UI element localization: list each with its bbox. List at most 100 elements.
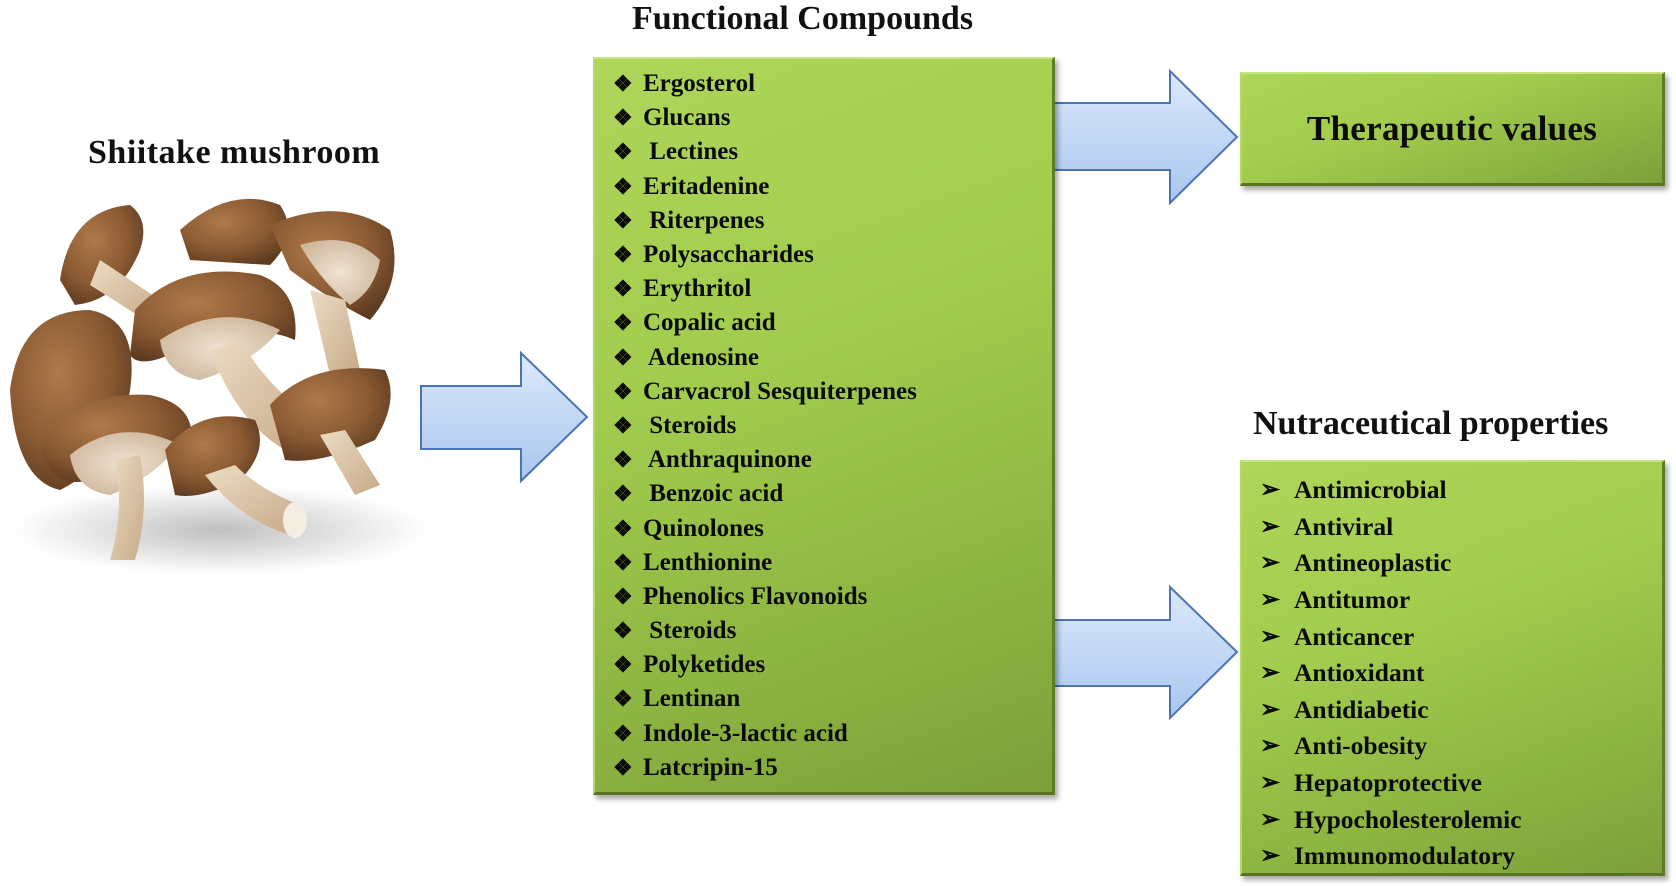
- nutraceutical-item-label: Antiviral: [1294, 511, 1394, 541]
- compound-item: ❖ Polyketides: [613, 648, 1052, 682]
- mushroom-top-right: [270, 211, 395, 375]
- compound-item-label: Erythritol: [643, 275, 752, 303]
- diamond-bullet-icon: ❖: [613, 686, 633, 712]
- arrowhead-bullet-icon: ➢: [1260, 696, 1281, 723]
- diamond-bullet-icon: ❖: [613, 139, 633, 165]
- compound-item: ❖ Phenolics Flavonoids: [613, 580, 1052, 614]
- diamond-bullet-icon: ❖: [613, 481, 633, 507]
- diamond-bullet-icon: ❖: [613, 344, 633, 370]
- compound-item-label: Lectines: [643, 138, 739, 166]
- diamond-bullet-icon: ❖: [613, 754, 633, 780]
- nutraceutical-item-label: Hepatoprotective: [1294, 768, 1482, 798]
- diamond-bullet-icon: ❖: [613, 720, 633, 746]
- nutraceutical-item: ➢ Antioxidant: [1260, 655, 1662, 692]
- diamond-bullet-icon: ❖: [613, 412, 633, 438]
- diamond-bullet-icon: ❖: [613, 447, 633, 473]
- compound-item-label: Copalic acid: [643, 309, 776, 337]
- compound-item: ❖ Benzoic acid: [613, 477, 1052, 511]
- arrowhead-bullet-icon: ➢: [1260, 477, 1281, 504]
- nutraceutical-item: ➢Antimicrobial: [1260, 472, 1662, 509]
- nutraceutical-properties-title: Nutraceutical properties: [1253, 405, 1609, 442]
- diamond-bullet-icon: ❖: [613, 378, 633, 404]
- nutraceutical-item: ➢ Antiviral: [1260, 509, 1662, 546]
- nutraceutical-item-label: Immunomodulatory: [1294, 841, 1516, 871]
- compound-item-label: Quinolones: [643, 514, 764, 542]
- compound-item-label: Ergosterol: [643, 70, 756, 98]
- nutraceutical-item-label: Antineoplastic: [1294, 548, 1452, 578]
- compound-item: ❖ Lectines: [613, 135, 1052, 169]
- compound-item: ❖ Adenosine: [613, 341, 1052, 375]
- compound-item-label: Steroids: [643, 617, 737, 645]
- compound-item: ❖ Eritadenine: [613, 170, 1052, 204]
- compound-item-label: Polyketides: [643, 651, 766, 679]
- nutraceutical-item: ➢ Hypocholesterolemic: [1260, 801, 1662, 838]
- nutraceutical-item: ➢Immunomodulatory: [1260, 838, 1662, 875]
- compound-item: ❖ Carvacrol Sesquiterpenes: [613, 375, 1052, 409]
- diamond-bullet-icon: ❖: [613, 515, 633, 541]
- nutraceutical-item-label: Anti-obesity: [1294, 731, 1428, 761]
- diamond-bullet-icon: ❖: [613, 276, 633, 302]
- diamond-bullet-icon: ❖: [613, 173, 633, 199]
- shiitake-mushroom-image: [10, 198, 430, 575]
- nutraceutical-item: ➢ Antidiabetic: [1260, 692, 1662, 729]
- arrow-compounds-to-therapeutic-icon: [1053, 68, 1239, 206]
- diamond-bullet-icon: ❖: [613, 618, 633, 644]
- nutraceutical-item: ➢Antitumor: [1260, 582, 1662, 619]
- compound-item: ❖ Indole-3-lactic acid: [613, 717, 1052, 751]
- diamond-bullet-icon: ❖: [613, 71, 633, 97]
- arrow-compounds-to-nutraceutical-icon: [1053, 584, 1239, 721]
- compound-item: ❖ Lentinan: [613, 682, 1052, 716]
- compound-item-label: Glucans: [643, 104, 731, 132]
- diamond-bullet-icon: ❖: [613, 207, 633, 233]
- functional-compounds-title: Functional Compounds: [632, 0, 974, 37]
- compound-item: ❖ Ergosterol: [613, 67, 1052, 101]
- compound-item-label: Adenosine: [643, 343, 760, 371]
- compound-item: ❖Latcripin-15: [613, 751, 1052, 785]
- compound-item: ❖ Riterpenes: [613, 204, 1052, 238]
- arrowhead-bullet-icon: ➢: [1260, 513, 1281, 540]
- nutraceutical-item: ➢Hepatoprotective: [1260, 765, 1662, 802]
- arrowhead-bullet-icon: ➢: [1260, 660, 1281, 687]
- nutraceutical-properties-box: ➢Antimicrobial➢Antiviral➢Antineoplastic➢…: [1240, 460, 1665, 876]
- nutraceutical-item-label: Hypocholesterolemic: [1294, 804, 1522, 834]
- mushroom-bottom-left: [40, 394, 192, 560]
- nutraceutical-item: ➢ Anti-obesity: [1260, 728, 1662, 765]
- nutraceutical-item-label: Antidiabetic: [1294, 694, 1429, 724]
- compound-item-label: Eritadenine: [643, 172, 770, 200]
- therapeutic-values-label: Therapeutic values: [1306, 108, 1598, 148]
- arrowhead-bullet-icon: ➢: [1260, 806, 1281, 833]
- therapeutic-values-box: Therapeutic values: [1240, 72, 1665, 186]
- compound-item-label: Phenolics Flavonoids: [643, 582, 868, 610]
- compound-item-label: Carvacrol Sesquiterpenes: [643, 377, 917, 405]
- nutraceutical-item-label: Antioxidant: [1294, 658, 1425, 688]
- mushroom-bottom-center: [165, 416, 307, 538]
- arrowhead-bullet-icon: ➢: [1260, 587, 1281, 614]
- compound-item-label: Riterpenes: [643, 206, 765, 234]
- compounds-list: ❖Ergosterol❖Glucans❖ Lectines❖Eritadenin…: [613, 67, 1052, 785]
- mushroom-top-center: [180, 198, 288, 265]
- arrowhead-bullet-icon: ➢: [1260, 733, 1281, 760]
- compound-item: ❖ Steroids: [613, 614, 1052, 648]
- diamond-bullet-icon: ❖: [613, 583, 633, 609]
- arrowhead-bullet-icon: ➢: [1260, 550, 1281, 577]
- compound-item-label: Benzoic acid: [643, 480, 784, 508]
- compound-item-label: Lenthionine: [643, 548, 773, 576]
- compound-item: ❖ Anthraquinone: [613, 443, 1052, 477]
- compound-item: ❖ Glucans: [613, 101, 1052, 135]
- shiitake-title: Shiitake mushroom: [88, 134, 381, 171]
- compound-item-label: Lentinan: [643, 685, 741, 713]
- nutraceutical-item-label: Anticancer: [1294, 621, 1415, 651]
- nutraceutical-list: ➢Antimicrobial➢Antiviral➢Antineoplastic➢…: [1260, 472, 1662, 875]
- nutraceutical-item: ➢ Antineoplastic: [1260, 545, 1662, 582]
- diamond-bullet-icon: ❖: [613, 105, 633, 131]
- arrowhead-bullet-icon: ➢: [1260, 623, 1281, 650]
- compound-item: ❖ Steroids: [613, 409, 1052, 443]
- diamond-bullet-icon: ❖: [613, 652, 633, 678]
- arrow-mushroom-to-compounds-icon: [420, 350, 589, 484]
- diamond-bullet-icon: ❖: [613, 310, 633, 336]
- compound-item-label: Polysaccharides: [643, 241, 814, 269]
- compound-item-label: Indole-3-lactic acid: [643, 719, 848, 747]
- functional-compounds-box: ❖Ergosterol❖Glucans❖ Lectines❖Eritadenin…: [593, 57, 1055, 795]
- compound-item: ❖ Polysaccharides: [613, 238, 1052, 272]
- diamond-bullet-icon: ❖: [613, 242, 633, 268]
